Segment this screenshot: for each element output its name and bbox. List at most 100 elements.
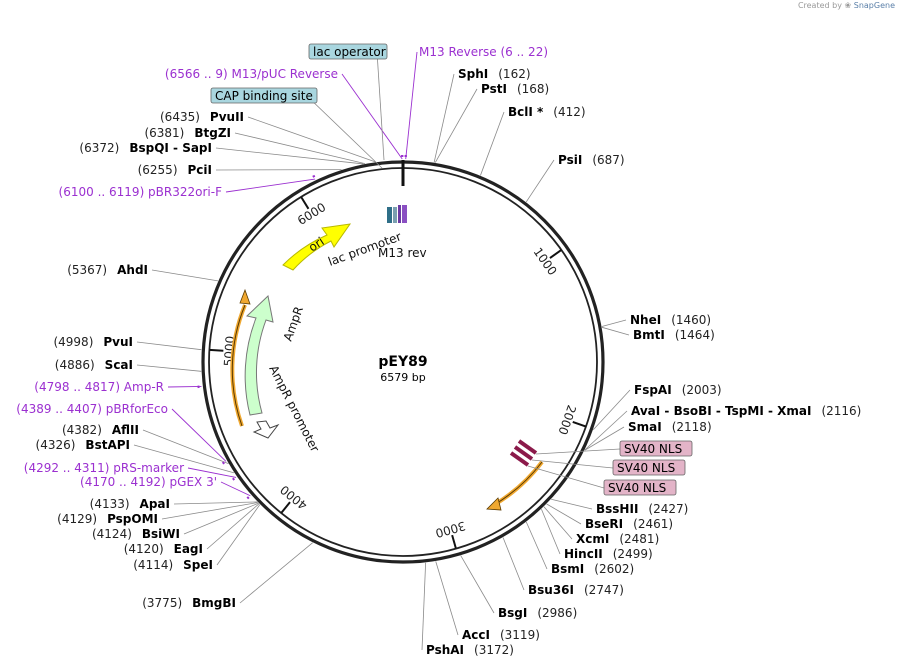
primer-5[interactable]: (4292 .. 4311) pRS-marker [24,461,237,481]
boxed-label-sv40-nls[interactable]: SV40 NLS [535,440,693,457]
site-psti[interactable]: PstI(168) [434,82,549,163]
site-eagi[interactable]: (4120)EagI [124,503,260,556]
site-label: (4998)PvuI [53,335,133,349]
site-xcmi[interactable]: XcmI(2481) [543,506,659,546]
site-leader-line [421,562,427,651]
site-leader-line [434,88,478,163]
site-name: AhdI [117,263,148,277]
site-smai[interactable]: SmaI(2118) [584,420,712,451]
site-bsshii[interactable]: BssHII(2427) [551,498,688,516]
site-bseri[interactable]: BseRI(2461) [546,503,673,531]
site-leader-line [239,542,313,604]
site-spei[interactable]: (4114)SpeI [133,504,261,572]
boxed-label-sv40-nls[interactable]: SV40 NLS [531,459,686,476]
site-ahdi[interactable]: (5367)AhdI [67,263,219,282]
box-text: CAP binding site [215,89,313,103]
site-position: (6255) [138,163,178,177]
site-leader-line [502,537,525,591]
site-name: BseRI [585,517,623,531]
ampr-label: AmpR [281,305,306,343]
site-label: BmtI(1464) [633,328,715,342]
site-apai[interactable]: (4133)ApaI [90,497,258,511]
site-leader-line [584,426,625,451]
site-name: SphI [458,67,488,81]
site-bcli[interactable]: BclI *(412) [480,105,586,176]
site-position: (4129) [57,512,97,526]
site-pvui[interactable]: (4998)PvuI [53,335,202,351]
site-name: AflII [112,423,139,437]
site-leader-line [142,429,229,465]
boxed-label-sv40-nls[interactable]: SV40 NLS [527,465,677,496]
site-leader-line [216,504,261,566]
primers: M13 Reverse (6 .. 22) (6566 .. 9) M13/pUC… [16,45,548,500]
plasmid-length: 6579 bp [380,371,425,384]
site-pspomi[interactable]: (4129)PspOMI [57,502,258,526]
ampr-promoter-arrow[interactable] [252,420,280,439]
site-sphi[interactable]: SphI(162) [433,67,531,163]
site-avai[interactable]: AvaI - BsoBI - TspMI - XmaI (2116) [584,404,861,451]
ori-feature-arrow[interactable] [282,223,352,271]
site-position: (6372) [79,141,119,155]
site-label: XcmI(2481) [576,532,659,546]
ampr-feature-arrow[interactable] [244,295,274,416]
site-position: (3119) [500,628,540,642]
site-name: SmaI [628,420,662,434]
sv40-nls-arrows[interactable] [509,439,538,467]
box-leader-line [376,51,385,161]
site-name: PsiI [558,153,582,167]
site-psii[interactable]: PsiI(687) [525,153,625,203]
site-bmti[interactable]: BmtI(1464) [601,326,715,342]
site-name: AvaI - BsoBI - TspMI - XmaI [631,404,811,418]
site-bsmi[interactable]: BsmI(2602) [525,521,634,576]
site-label: Bsu36I(2747) [528,583,624,597]
site-leader-line [433,73,455,163]
primer-4[interactable]: (4389 .. 4407) pBRforEco [16,402,227,465]
site-scai[interactable]: (4886)ScaI [55,358,202,372]
site-bsu36i[interactable]: Bsu36I(2747) [502,537,624,597]
site-aflii[interactable]: (4382)AflII [62,423,229,465]
primer-bind-mark [312,174,316,178]
site-label: (4886)ScaI [55,358,133,372]
site-nhei[interactable]: NheI(1460) [601,313,711,327]
site-bsiwi[interactable]: (4124)BsiWI [92,502,259,541]
site-leader-line [215,147,364,165]
site-position: (4120) [124,542,164,556]
site-pshai[interactable]: PshAI(3172) [421,562,514,657]
primer-label: (4798 .. 4817) Amp-R [34,380,164,394]
site-hincii[interactable]: HincII(2499) [541,508,653,561]
site-pvuii[interactable]: (6435)PvuII [160,110,376,163]
primer-leader-line [171,408,227,462]
site-fspai[interactable]: FspAI(2003) [592,383,722,431]
ampr-orange-arc-core [231,304,246,427]
site-leader-line [525,521,548,570]
primer-label: (4389 .. 4407) pBRforEco [16,402,168,416]
restriction-sites: SphI(162)PstI(168)BclI *(412)PsiI(687) Nh… [36,67,862,657]
site-pcii[interactable]: (6255)PciI [138,163,342,177]
site-label: AvaI - BsoBI - TspMI - XmaI (2116) [631,404,861,418]
primer-1[interactable]: (6566 .. 9) M13/pUC Reverse [165,67,404,160]
site-label: AccI(3119) [462,628,540,642]
primer-leader-line [220,481,251,497]
primer-2[interactable]: (6100 .. 6119) pBR322ori-F [59,174,316,199]
boxed-label-lac-operator[interactable]: lac operator [308,43,388,161]
primer-6[interactable]: (4170 .. 4192) pGEX 3' [80,475,251,500]
primer-label: (4292 .. 4311) pRS-marker [24,461,184,475]
site-bmgbi[interactable]: (3775)BmgBI [142,542,313,610]
primer-label: (6566 .. 9) M13/pUC Reverse [165,67,338,81]
site-bstapi[interactable]: (4326)BstAPI [36,438,235,474]
site-leader-line [551,498,593,510]
site-bspqi[interactable]: (6372)BspQI - SapI [79,141,364,165]
site-leader-line [592,389,631,431]
lac-promoter-mark [387,207,392,223]
site-bsgi[interactable]: BsgI(2986) [460,555,578,620]
tick-label: 2000 [555,403,578,436]
site-position: (2116) [821,404,861,418]
site-btgzi[interactable]: (6381)BtgZI [144,126,366,164]
site-name: PvuII [210,110,244,124]
boxed-label-cap-binding-site[interactable]: CAP binding site [210,87,383,169]
primer-3[interactable]: (4798 .. 4817) Amp-R [34,380,202,394]
primer-label: M13 Reverse (6 .. 22) [419,45,548,59]
site-acci[interactable]: AccI(3119) [435,561,540,642]
box-background [619,440,693,457]
primer-0[interactable]: M13 Reverse (6 .. 22) [404,45,548,160]
